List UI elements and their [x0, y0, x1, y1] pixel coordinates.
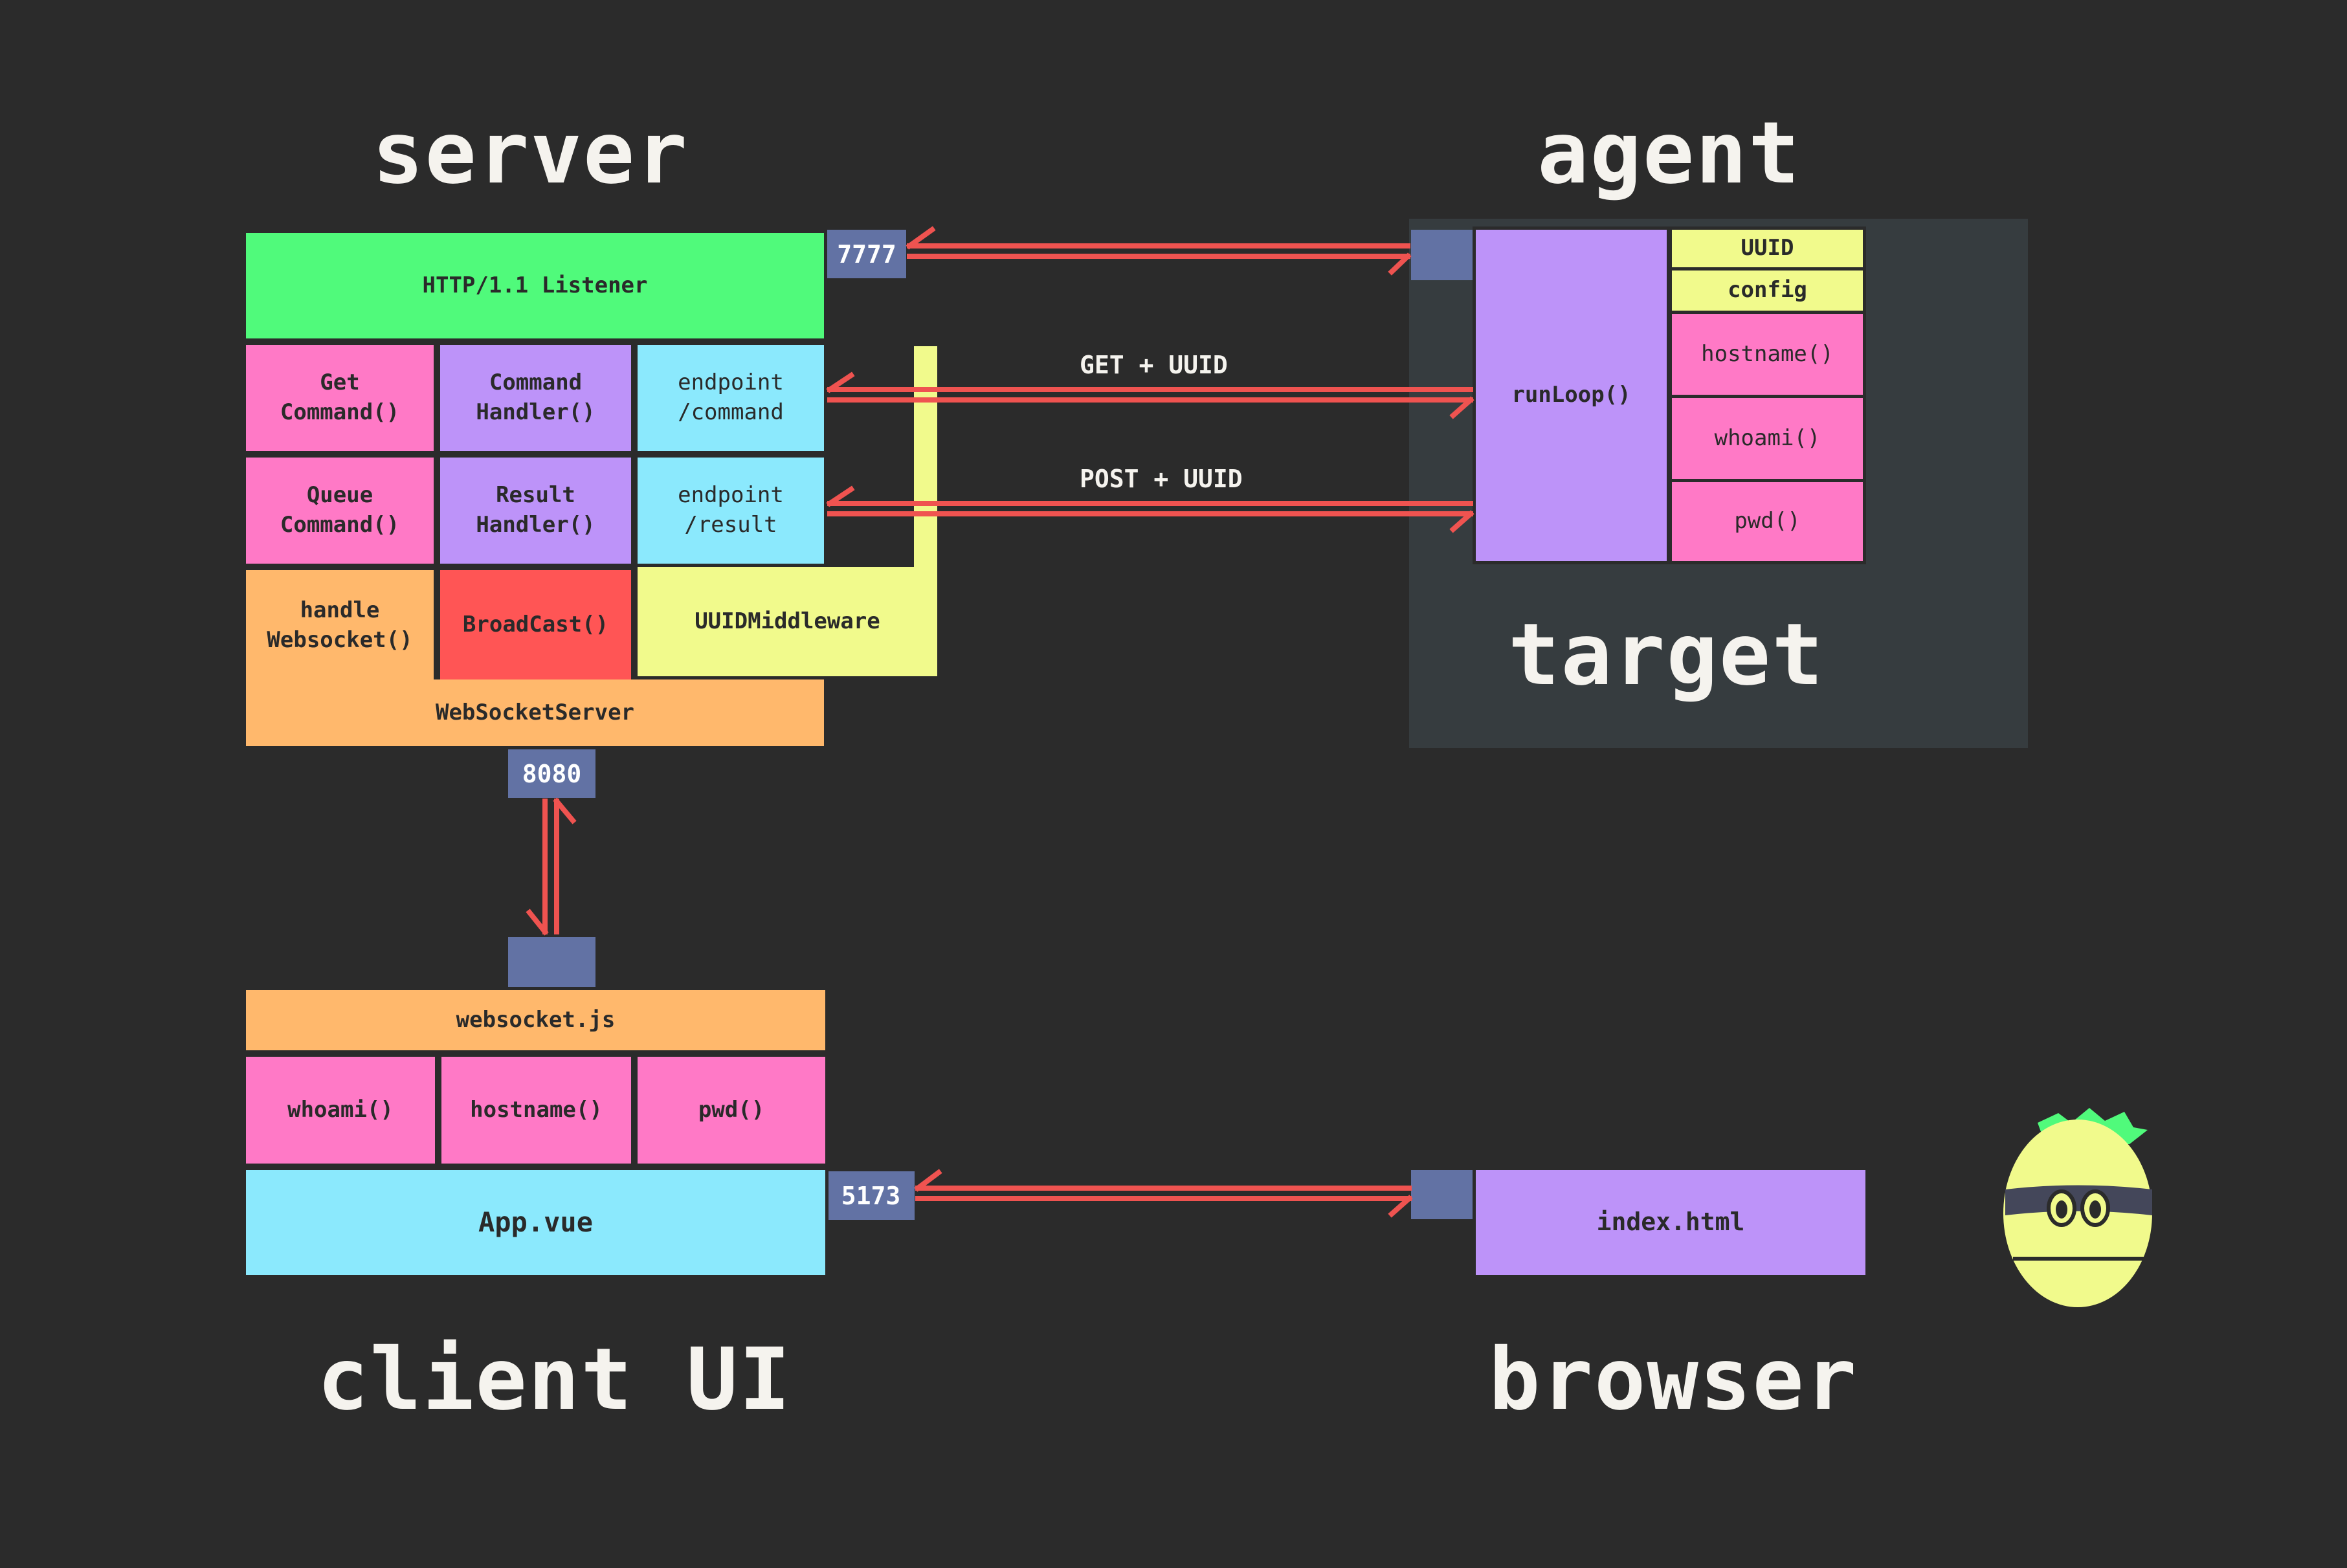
agent-hostname: hostname()	[1669, 311, 1866, 398]
uuid-middleware: UUIDMiddleware	[634, 567, 937, 679]
client-hostname: hostname()	[438, 1054, 634, 1167]
target-title: target	[1508, 605, 1825, 705]
post-uuid-label: POST + UUID	[1080, 465, 1243, 493]
arrow-5173-head-left	[914, 1169, 942, 1192]
get-uuid-label: GET + UUID	[1080, 351, 1228, 379]
arrow-8080-head-top	[553, 797, 577, 824]
port-5173: 5173	[827, 1171, 915, 1220]
agent-title: agent	[1537, 104, 1801, 203]
port-agent	[1411, 230, 1473, 280]
arrow-get-head-left	[826, 371, 855, 393]
handle-websocket: handle Websocket()	[243, 567, 437, 683]
app-vue: App.vue	[243, 1167, 829, 1278]
arrow-get-head-right	[1449, 396, 1474, 419]
port-browser	[1411, 1170, 1473, 1219]
queue-command: Queue Command()	[243, 454, 437, 567]
arrow-7777-head-left	[906, 226, 936, 250]
get-command: Get Command()	[243, 342, 437, 454]
arrow-7777-head-right	[1388, 252, 1412, 276]
server-title: server	[372, 104, 689, 203]
arrow-5173-head-right	[1388, 1195, 1413, 1218]
endpoint-result: endpoint /result	[634, 454, 827, 567]
websocket-js: websocket.js	[243, 987, 829, 1054]
port-client-ws	[508, 937, 595, 988]
endpoint-command: endpoint /command	[634, 342, 827, 454]
index-html: index.html	[1473, 1167, 1869, 1278]
broadcast: BroadCast()	[437, 567, 634, 683]
port-8080: 8080	[508, 749, 595, 798]
port-7777: 7777	[827, 230, 906, 278]
browser-title: browser	[1489, 1330, 1858, 1430]
agent-whoami: whoami()	[1669, 395, 1866, 482]
http-listener: HTTP/1.1 Listener	[243, 230, 827, 342]
agent-config: config	[1669, 267, 1866, 314]
runloop: runLoop()	[1473, 226, 1670, 564]
arrow-post-head-left	[826, 485, 855, 507]
bandit-mascot-icon	[2003, 1108, 2152, 1307]
arrow-8080-head-bottom	[526, 909, 549, 936]
agent-pwd: pwd()	[1669, 479, 1866, 564]
client-title: client UI	[317, 1330, 792, 1430]
result-handler: Result Handler()	[437, 454, 634, 567]
client-pwd: pwd()	[634, 1054, 829, 1167]
arrow-post-head-right	[1449, 510, 1474, 533]
command-handler: Command Handler()	[437, 342, 634, 454]
client-whoami: whoami()	[243, 1054, 438, 1167]
websocket-server: WebSocketServer	[243, 679, 827, 749]
